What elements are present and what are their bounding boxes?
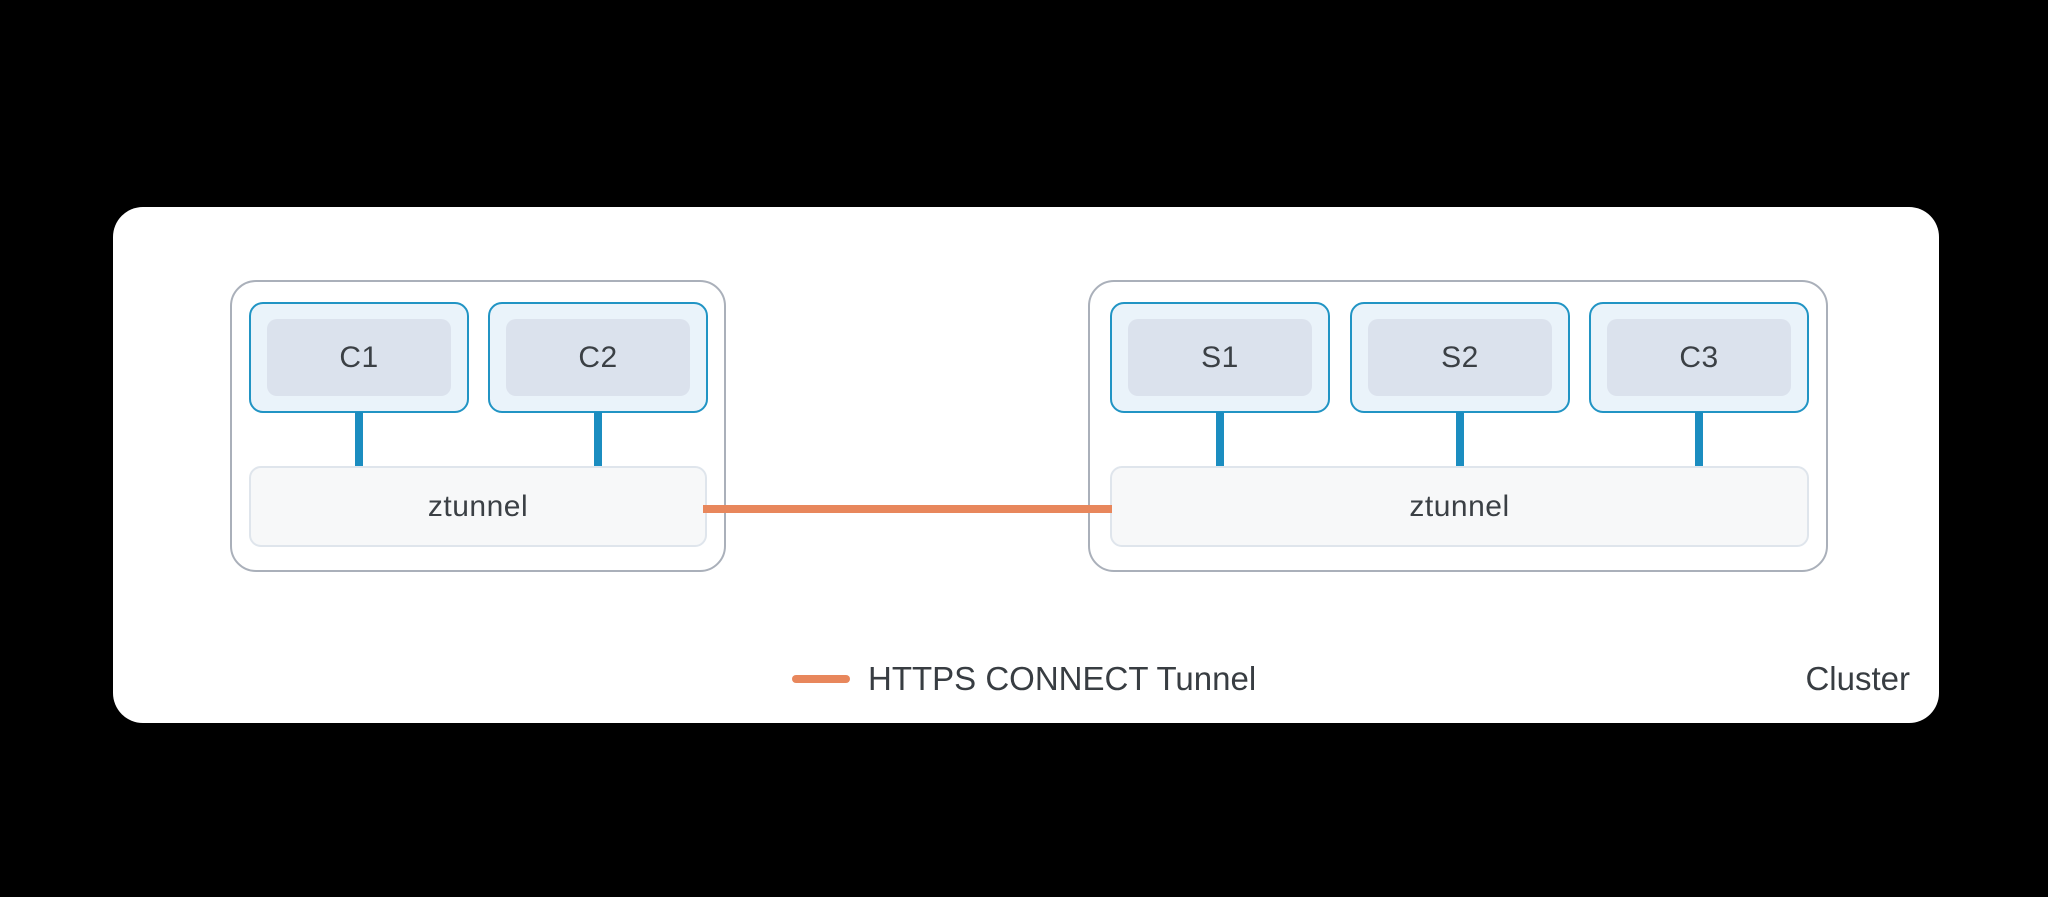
ztunnel-label: ztunnel — [427, 489, 529, 523]
pod-to-ztunnel-connector — [1216, 412, 1224, 469]
pod-to-ztunnel-connector — [594, 412, 602, 469]
tunnel-line-swatch — [792, 675, 850, 683]
workload-label: C3 — [1679, 340, 1719, 374]
cluster-card — [113, 207, 1939, 723]
ztunnel-bar-left: ztunnel — [249, 466, 707, 547]
workload-box-c1: C1 — [249, 302, 469, 413]
workload-box-c3: C3 — [1589, 302, 1809, 413]
legend: HTTPS CONNECT Tunnel — [792, 659, 1256, 699]
legend-label: HTTPS CONNECT Tunnel — [868, 660, 1257, 697]
pod-to-ztunnel-connector — [355, 412, 363, 469]
workload-box-s1: S1 — [1110, 302, 1330, 413]
https-connect-tunnel-line — [703, 505, 1112, 513]
container-c2: C2 — [506, 319, 690, 396]
workload-label: C1 — [339, 340, 379, 374]
ztunnel-label: ztunnel — [1409, 489, 1510, 523]
container-c1: C1 — [267, 319, 451, 396]
workload-label: C2 — [578, 340, 618, 374]
ztunnel-bar-right: ztunnel — [1110, 466, 1809, 547]
workload-label: S2 — [1441, 340, 1479, 374]
workload-box-c2: C2 — [488, 302, 708, 413]
cluster-caption: Cluster — [1805, 660, 1910, 697]
container-s1: S1 — [1128, 319, 1312, 396]
workload-box-s2: S2 — [1350, 302, 1570, 413]
pod-to-ztunnel-connector — [1456, 412, 1464, 469]
workload-label: S1 — [1201, 340, 1239, 374]
container-c3: C3 — [1607, 319, 1791, 396]
container-s2: S2 — [1368, 319, 1552, 396]
pod-to-ztunnel-connector — [1695, 412, 1703, 469]
